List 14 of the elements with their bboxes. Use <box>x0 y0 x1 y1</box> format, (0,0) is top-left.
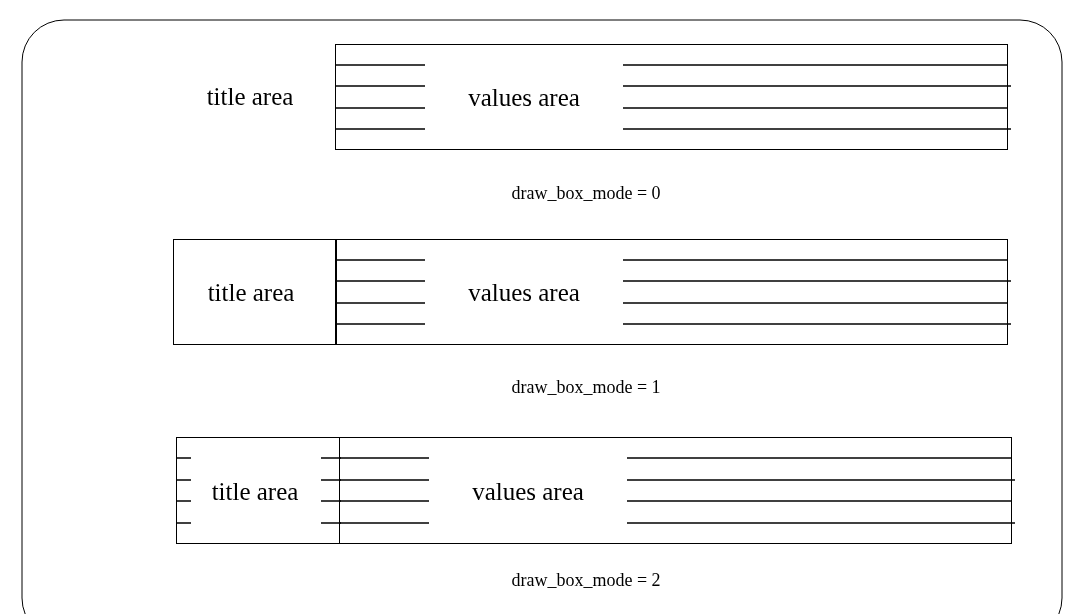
mode-caption: draw_box_mode = 0 <box>511 182 661 204</box>
values-area-label: values area <box>472 477 584 506</box>
mode-caption: draw_box_mode = 2 <box>511 569 661 591</box>
values-area-label: values area <box>468 84 580 112</box>
title-area-box <box>173 239 337 345</box>
mode-caption: draw_box_mode = 1 <box>511 376 661 398</box>
values-area-box <box>335 44 1008 150</box>
title-area-label: title area <box>206 83 294 111</box>
values-area-label: values area <box>468 279 580 307</box>
title-area-label: title area <box>211 477 299 506</box>
values-area-box <box>335 239 1008 345</box>
title-area-box <box>176 437 340 544</box>
values-area-box <box>339 437 1012 544</box>
title-area-label: title area <box>207 279 295 307</box>
